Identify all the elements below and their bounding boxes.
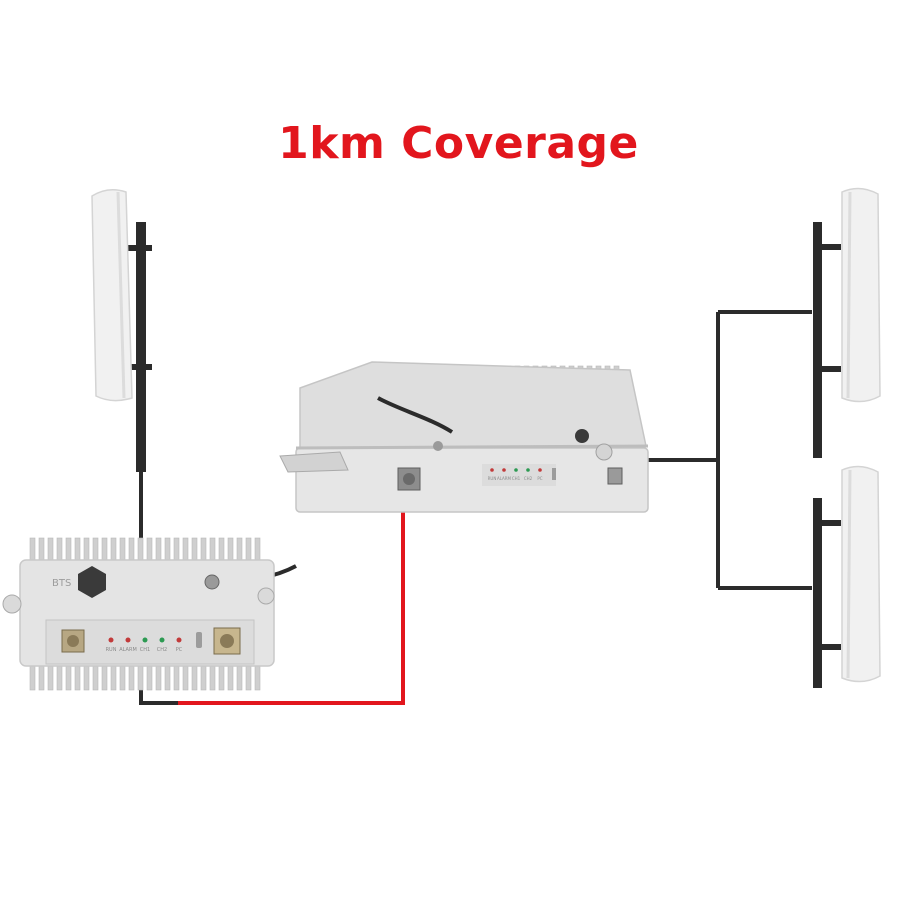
remote-led-row: RUN ALARM CH1 CH2 PC: [488, 468, 543, 481]
bts-led-label-run: RUN: [106, 647, 117, 653]
remote-led-label-ch2: CH2: [524, 476, 533, 481]
remote-right-handle: [595, 443, 613, 461]
remote-led-label-alarm: ALARM: [497, 476, 512, 481]
remote-led-ch2: [526, 468, 530, 472]
remote-left-handle: [279, 451, 349, 473]
remote-led-pc: [538, 468, 542, 472]
bts-bottom-fins: [29, 659, 261, 691]
remote-coverage-port: [607, 467, 623, 485]
bts-led-row: RUN ALARM CH1 CH2 PC: [106, 637, 183, 653]
bts-vent-plug: [78, 566, 106, 598]
bts-led-pc: [176, 637, 182, 643]
remote-unit: RUN ALARM CH1 CH2 PC: [279, 361, 649, 513]
coverage-antenna-upper: [813, 187, 881, 458]
bts-brand-label: BTS: [52, 578, 71, 589]
remote-led-label-ch1: CH1: [512, 476, 521, 481]
bts-led-label-pc: PC: [176, 647, 183, 653]
donor-antenna-clamp-top: [128, 245, 152, 251]
lower-antenna-panel: [841, 465, 881, 683]
remote-top-face: [299, 361, 647, 451]
bts-led-ch1: [142, 637, 148, 643]
diagram-title: 1km Coverage: [278, 118, 639, 169]
donor-antenna-edge: [116, 191, 126, 399]
upper-antenna-pole: [813, 222, 822, 458]
bts-pc-port: [196, 632, 202, 648]
remote-led-alarm: [502, 468, 506, 472]
lower-antenna-edge: [846, 469, 852, 679]
donor-antenna-pole: [136, 222, 146, 472]
bts-donor-port-core: [67, 635, 79, 647]
lower-antenna-clamp-top: [813, 520, 841, 526]
bts-led-label-ch1: CH1: [140, 647, 150, 653]
upper-antenna-clamp-bottom: [813, 366, 841, 372]
bts-led-run: [108, 637, 114, 643]
bts-service-port-core: [220, 634, 234, 648]
bts-unit: BTS RUN ALARM CH1 CH2 PC: [2, 537, 275, 691]
remote-service-port-core: [403, 473, 415, 485]
bts-led-label-alarm: ALARM: [119, 647, 137, 653]
bts-top-fins: [29, 537, 261, 567]
remote-led-panel: [482, 464, 556, 486]
bts-led-ch2: [159, 637, 165, 643]
bts-left-mount: [2, 594, 22, 614]
bts-top-connector: [204, 574, 220, 590]
donor-antenna: [91, 189, 152, 472]
remote-led-label-pc: PC: [537, 476, 542, 481]
bts-output-black-cable: [139, 690, 178, 705]
upper-antenna-clamp-top: [813, 244, 841, 250]
link-red-cable: [178, 512, 405, 705]
coverage-antenna-lower: [813, 465, 881, 688]
remote-vent-plug: [575, 429, 589, 443]
upper-antenna-panel: [841, 187, 881, 403]
bts-led-alarm: [125, 637, 131, 643]
remote-center-bolt: [433, 441, 443, 451]
donor-antenna-panel: [91, 189, 133, 402]
bts-led-label-ch2: CH2: [157, 647, 167, 653]
remote-lid-edge: [295, 444, 649, 450]
remote-led-ch1: [514, 468, 518, 472]
remote-led-label-run: RUN: [488, 476, 497, 481]
donor-antenna-clamp-bottom: [128, 364, 152, 370]
remote-top-cable: [377, 396, 454, 434]
bts-right-mount: [257, 587, 275, 605]
upper-antenna-edge: [846, 191, 852, 399]
remote-front-face: [295, 447, 649, 513]
lower-antenna-clamp-bottom: [813, 644, 841, 650]
remote-led-run: [490, 468, 494, 472]
remote-pc-port: [552, 468, 556, 480]
lower-antenna-pole: [813, 498, 822, 688]
